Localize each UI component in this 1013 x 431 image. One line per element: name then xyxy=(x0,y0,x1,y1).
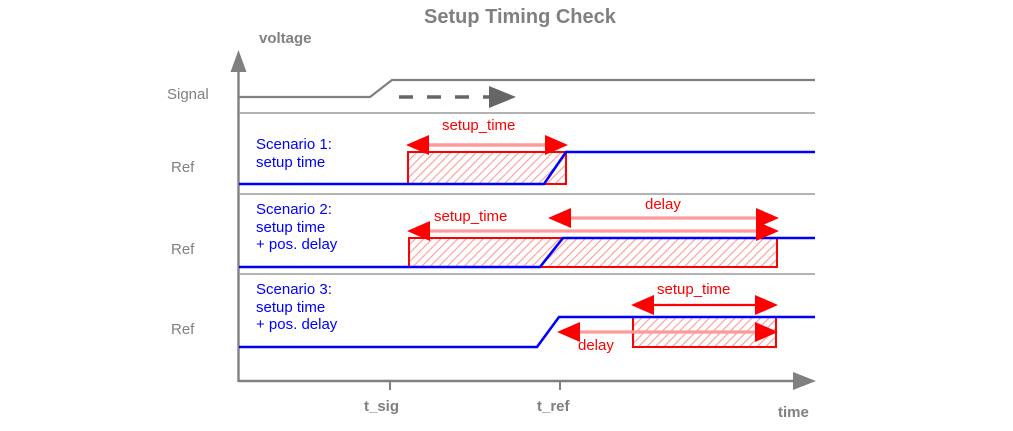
propagation-arrowhead xyxy=(489,86,516,108)
tick-label-t-ref: t_ref xyxy=(537,398,570,415)
row-label-ref-3: Ref xyxy=(171,321,195,338)
scenario-2-setup-window xyxy=(408,237,778,268)
scenario-3-setup-time-arrow xyxy=(631,295,778,315)
scenario-3-setup-time-label: setup_time xyxy=(657,281,731,298)
scenario-3-setup-time-head-right xyxy=(755,295,778,315)
row-label-signal: Signal xyxy=(167,86,209,103)
scenario-3-setup-time-head-left xyxy=(631,295,654,315)
scenario-1-setup-time-head-left xyxy=(406,135,429,155)
scenario-1-caption: Scenario 1: setup time xyxy=(256,136,332,171)
scenario-2-setup-time-head-right xyxy=(756,221,779,241)
scenario-1-setup-time-label: setup_time xyxy=(442,117,516,134)
time-axis-label: time xyxy=(778,404,809,421)
voltage-axis-arrowhead xyxy=(230,50,247,72)
scenario-3-group xyxy=(239,295,815,349)
scenario-2-delay-head-right xyxy=(756,208,779,228)
scenario-2-setup-time-label: setup_time xyxy=(434,208,508,225)
scenario-2-delay-head-left xyxy=(548,208,571,228)
axis-group xyxy=(230,50,816,390)
scenario-1-ref-waveform xyxy=(239,150,815,186)
scenario-1-setup-time-arrow xyxy=(406,135,568,155)
scenario-2-setup-time-head-left xyxy=(407,221,430,241)
tick-label-t-sig: t_sig xyxy=(364,398,400,415)
propagation-arrow xyxy=(399,86,516,108)
row-label-ref-2: Ref xyxy=(171,241,195,258)
signal-waveform xyxy=(239,78,815,99)
scenario-2-caption: Scenario 2: setup time + pos. delay xyxy=(256,201,338,254)
scenario-3-delay-label: delay xyxy=(578,337,614,354)
voltage-axis-label: voltage xyxy=(259,30,312,47)
scenario-2-ref-waveform xyxy=(239,236,815,269)
scenario-3-delay-head-left xyxy=(557,322,580,342)
scenario-2-setup-time-arrow xyxy=(407,221,779,241)
row-label-ref-1: Ref xyxy=(171,159,195,176)
scenario-2-delay-arrow xyxy=(548,208,779,228)
scenario-3-ref-waveform xyxy=(239,315,815,349)
scenario-3-caption: Scenario 3: setup time + pos. delay xyxy=(256,281,338,334)
page-title: Setup Timing Check xyxy=(424,6,616,28)
scenario-3-delay-arrow xyxy=(557,322,778,342)
scenario-3-delay-head-right xyxy=(755,322,778,342)
scenario-1-group xyxy=(239,135,815,195)
time-axis-arrowhead xyxy=(793,372,816,390)
scenario-1-setup-time-head-right xyxy=(545,135,568,155)
scenario-2-group xyxy=(239,208,815,275)
scenario-2-delay-label: delay xyxy=(645,196,681,213)
signal-waveform-group xyxy=(239,78,815,114)
scenario-1-setup-window xyxy=(407,151,567,185)
